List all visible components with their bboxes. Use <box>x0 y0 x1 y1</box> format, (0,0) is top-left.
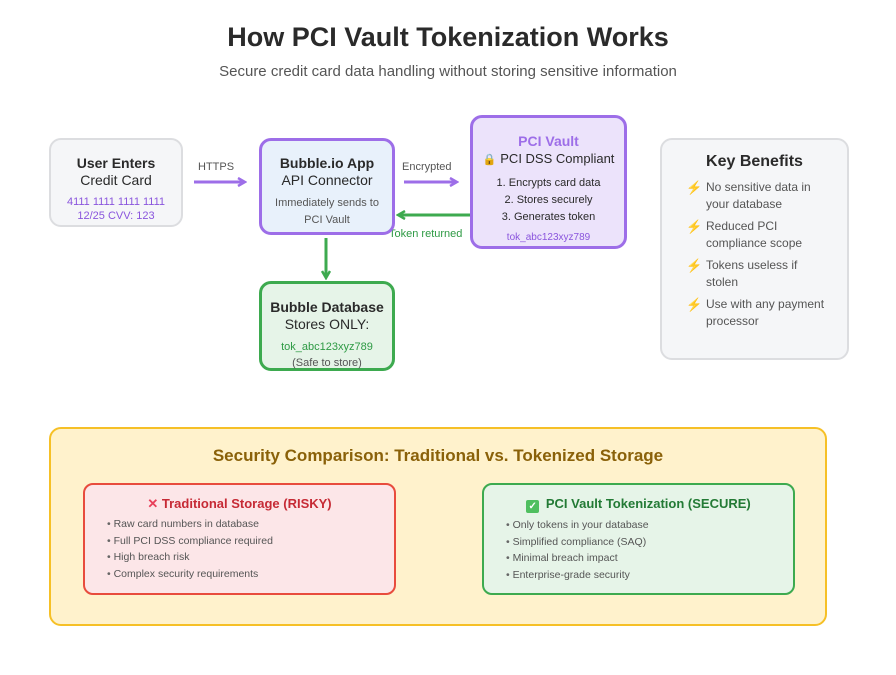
vault-title: PCI Vault <box>518 133 579 149</box>
benefit-text: Use with any payment processor <box>706 297 825 328</box>
db-title: Bubble Database <box>270 299 384 315</box>
db-subtitle: Stores ONLY: <box>284 316 370 332</box>
lightning-icon: ⚡ <box>686 180 703 195</box>
benefits-title: Key Benefits <box>706 153 803 170</box>
arrow-label-token-returned: Token returned <box>389 228 463 240</box>
traditional-storage-box: ✕ Traditional Storage (RISKY) Raw card n… <box>83 483 396 595</box>
bubble-app-box: Bubble.io App API Connector Immediately … <box>259 138 395 235</box>
card-number: 4111 1111 1111 1111 <box>66 196 166 208</box>
benefit-text: Tokens useless if stolen <box>706 258 798 289</box>
benefit-item: ⚡ Use with any payment processor <box>662 296 847 330</box>
user-card-box: User Enters Credit Card 4111 1111 1111 1… <box>49 138 183 227</box>
app-title: Bubble.io App <box>279 155 375 171</box>
page-title: How PCI Vault Tokenization Works <box>227 22 669 52</box>
vault-token: tok_abc123xyz789 <box>506 232 591 243</box>
lock-icon: 🔒 <box>482 154 497 166</box>
app-desc-line2: PCI Vault <box>304 214 350 226</box>
vault-step: 2. Stores securely <box>504 194 593 206</box>
checkmark-icon: ✓ <box>526 500 540 513</box>
key-benefits-box: Key Benefits ⚡ No sensitive data in your… <box>660 138 849 360</box>
tokenization-box: ✓ PCI Vault Tokenization (SECURE) Only t… <box>482 483 795 595</box>
user-title: User Enters <box>76 155 156 171</box>
traditional-title: Traditional Storage (RISKY) <box>161 496 332 511</box>
list-item: Minimal breach impact <box>506 550 793 567</box>
security-comparison-panel: Security Comparison: Traditional vs. Tok… <box>49 427 827 626</box>
app-desc-line1: Immediately sends to <box>275 197 379 209</box>
benefit-text: No sensitive data in your database <box>706 180 811 211</box>
list-item: Raw card numbers in database <box>107 516 394 533</box>
list-item: Complex security requirements <box>107 566 394 583</box>
list-item: Full PCI DSS compliance required <box>107 533 394 550</box>
vault-step: 3. Generates token <box>501 211 596 223</box>
lightning-icon: ⚡ <box>686 258 703 273</box>
db-note: (Safe to store) <box>292 357 362 369</box>
lightning-icon: ⚡ <box>686 219 703 234</box>
db-token: tok_abc123xyz789 <box>281 341 373 353</box>
list-item: Only tokens in your database <box>506 517 793 534</box>
card-details: 12/25 CVV: 123 <box>77 210 155 222</box>
x-icon: ✕ <box>147 496 159 511</box>
app-subtitle: API Connector <box>281 172 373 188</box>
benefit-item: ⚡ No sensitive data in your database <box>662 179 847 213</box>
user-subtitle: Credit Card <box>80 172 152 188</box>
bubble-database-box: Bubble Database Stores ONLY: tok_abc123x… <box>259 281 395 371</box>
benefit-text: Reduced PCI compliance scope <box>706 219 803 250</box>
tokenized-title: PCI Vault Tokenization (SECURE) <box>545 496 751 511</box>
comparison-title: Security Comparison: Traditional vs. Tok… <box>212 446 664 465</box>
list-item: High breach risk <box>107 549 394 566</box>
vault-subtitle: PCI DSS Compliant <box>500 151 615 166</box>
lightning-icon: ⚡ <box>686 297 703 312</box>
arrow-label-https: HTTPS <box>198 161 235 173</box>
vault-step: 1. Encrypts card data <box>496 177 601 189</box>
pci-vault-box: PCI Vault 🔒PCI DSS Compliant 1. Encrypts… <box>470 115 627 249</box>
benefit-item: ⚡ Tokens useless if stolen <box>662 257 847 291</box>
list-item: Enterprise-grade security <box>506 567 793 584</box>
list-item: Simplified compliance (SAQ) <box>506 534 793 551</box>
page-subtitle: Secure credit card data handling without… <box>219 63 677 80</box>
arrow-label-encrypted: Encrypted <box>402 161 452 173</box>
benefit-item: ⚡ Reduced PCI compliance scope <box>662 218 847 252</box>
